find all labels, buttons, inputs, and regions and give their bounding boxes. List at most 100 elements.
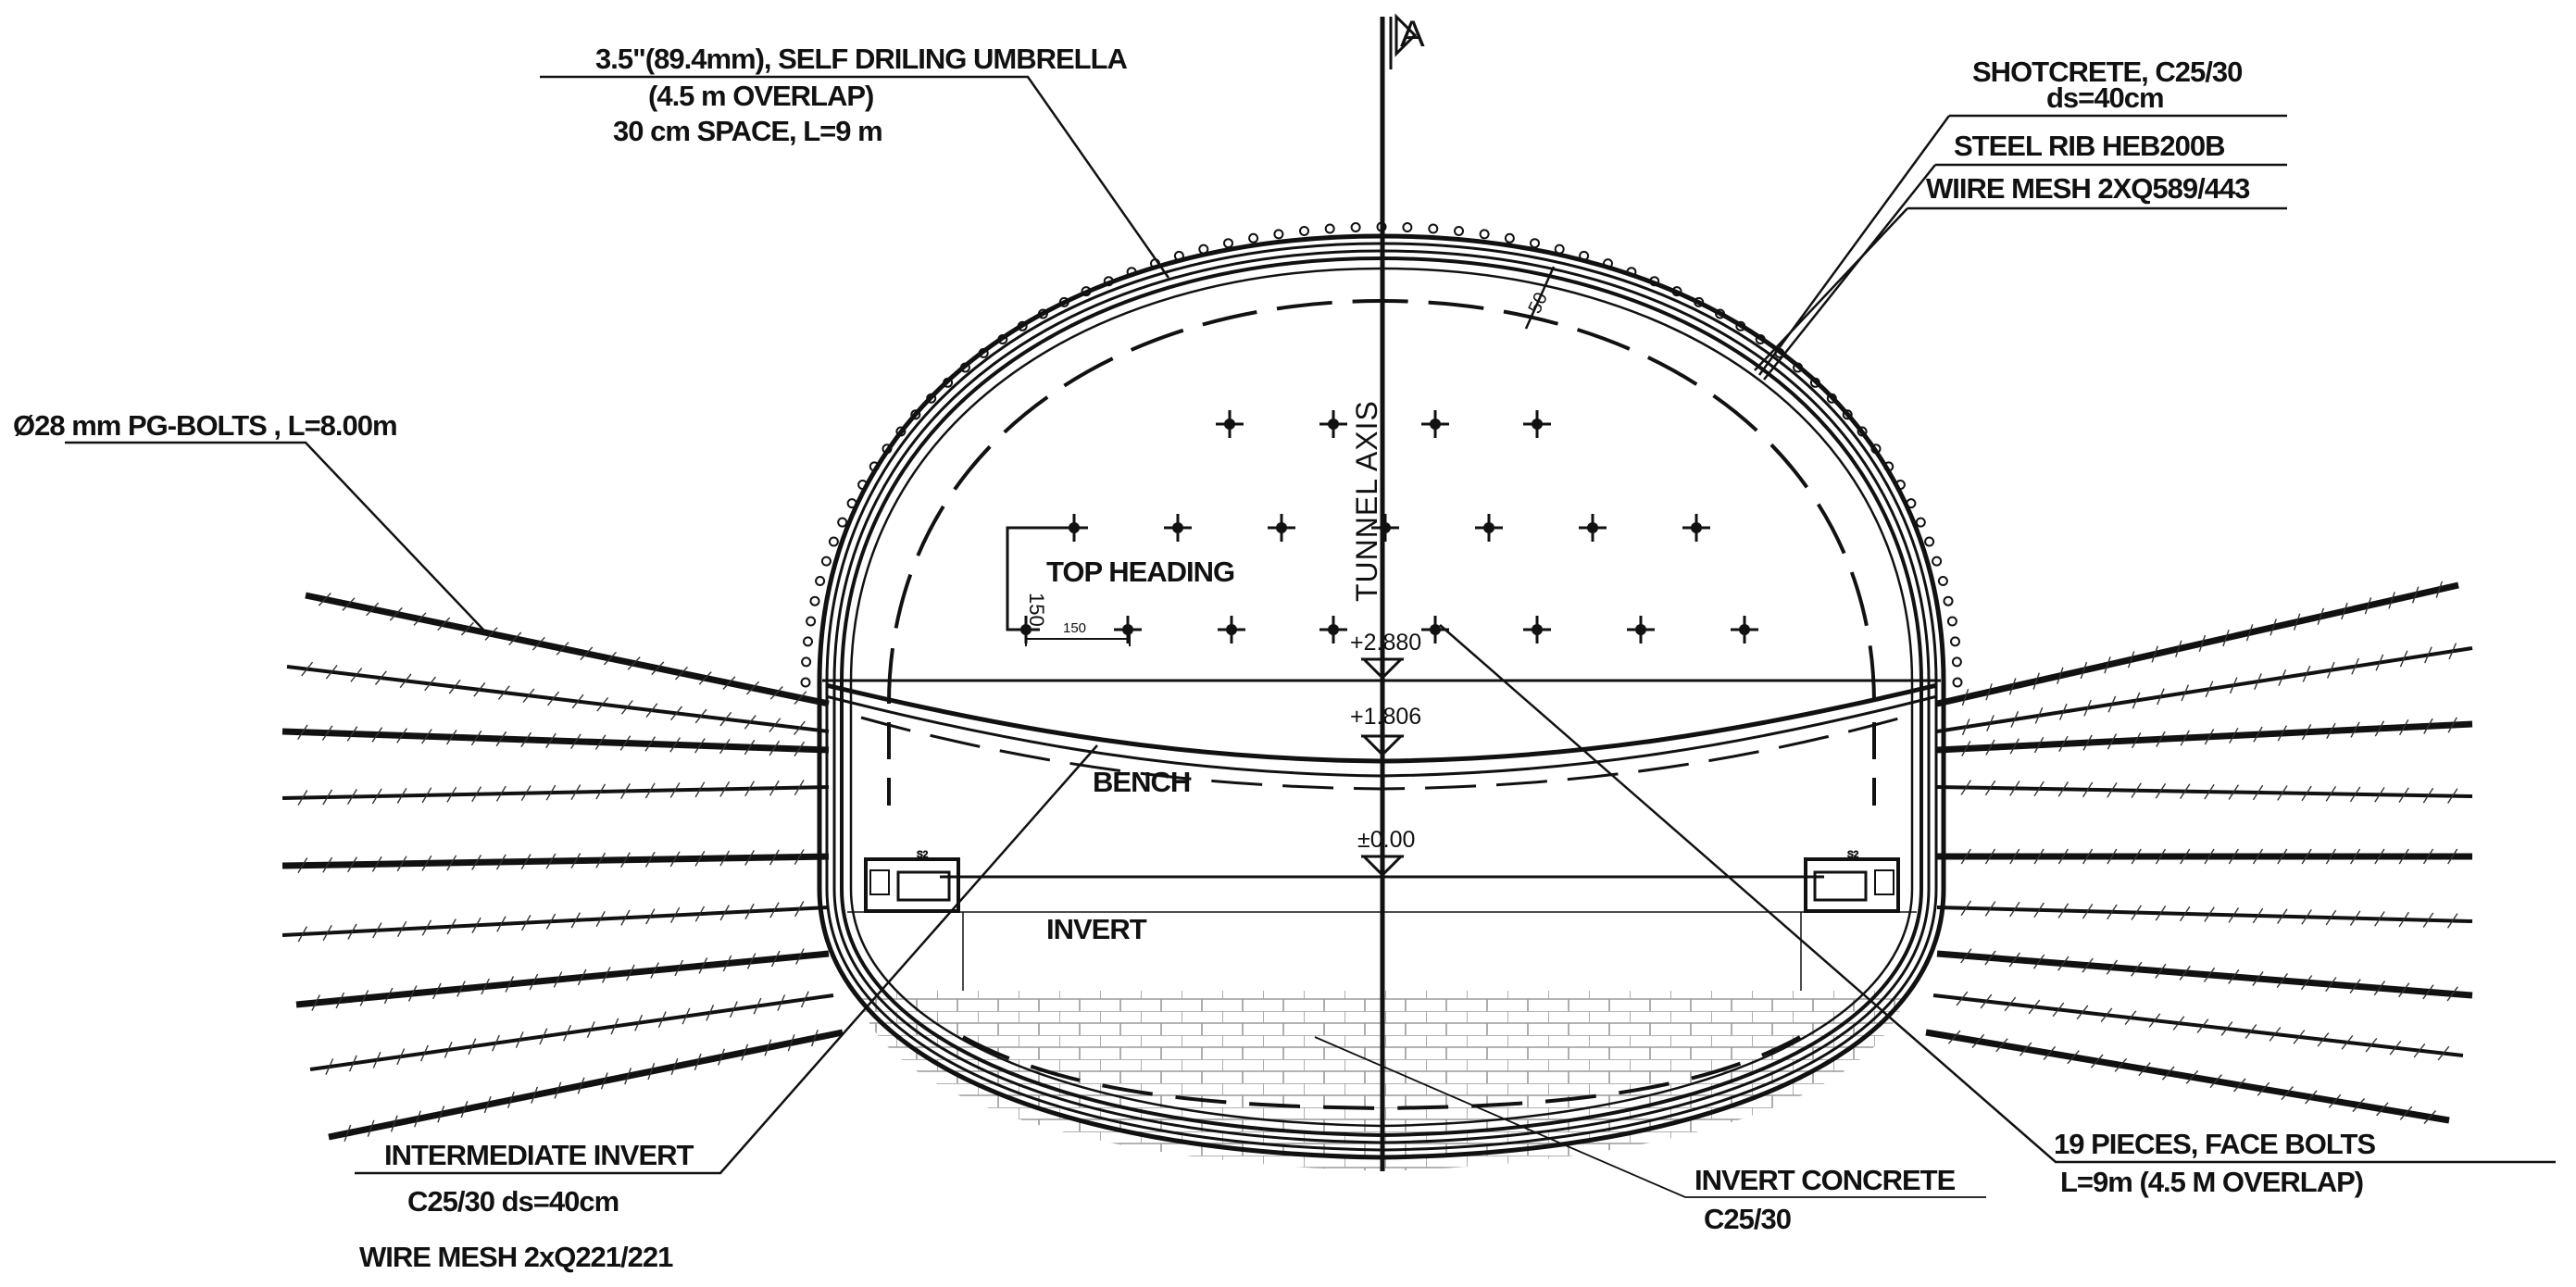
rock-bolt	[1936, 646, 2473, 733]
face-bolt	[1682, 514, 1710, 542]
rock-bolt	[281, 906, 830, 937]
rock-bolt	[295, 950, 830, 1008]
umbrella-pipe-dot	[1428, 223, 1439, 234]
face-bolt-dimension	[1006, 526, 1131, 646]
tunnel-axis-line	[1380, 13, 1418, 1171]
face-bolt-vertical-dim: 150	[1025, 593, 1048, 627]
level-bench: +1.806	[1350, 704, 1421, 730]
face-bolt	[1523, 410, 1551, 438]
rock-bolt	[286, 665, 830, 733]
wire-mesh-top-label: WIIRE MESH 2XQ589/443	[1926, 172, 2250, 205]
leader-lines	[65, 75, 2556, 1198]
rock-bolt	[281, 728, 830, 754]
rock-bolt	[1936, 785, 2473, 798]
face-bolt-horizontal-dim: 150	[1063, 620, 1086, 636]
intermediate-invert-line1: INTERMEDIATE INVERT	[384, 1139, 694, 1171]
face-bolt	[1475, 514, 1503, 542]
rock-bolt	[281, 785, 830, 800]
umbrella-pipe-dot	[820, 556, 832, 567]
umbrella-pipe-dot	[1350, 222, 1361, 232]
umbrella-pipe-dot	[1915, 517, 1926, 528]
umbrella-pipe-dot	[801, 656, 812, 668]
rock-bolt	[1936, 581, 2459, 707]
drainage-box-left: S2	[864, 850, 960, 913]
umbrella-pipe-dot	[1924, 536, 1935, 547]
drainage-box-right: S2	[1804, 850, 1900, 913]
umbrella-pipe-dot	[1530, 238, 1540, 249]
face-bolt	[1731, 616, 1758, 644]
umbrella-pipe-dot	[1454, 226, 1464, 236]
lining-dimension	[1524, 266, 1556, 330]
umbrella-pipe-dot	[1504, 232, 1515, 244]
rock-bolt	[1932, 993, 2464, 1057]
face-bolt	[1319, 410, 1347, 438]
face-bolt	[1319, 616, 1347, 644]
umbrella-pipe-dot	[1946, 616, 1957, 627]
umbrella-line3: 30 cm SPACE, L=9 m	[613, 115, 882, 147]
face-bolt	[1216, 410, 1244, 438]
umbrella-pipe-dot	[815, 576, 826, 586]
section-mark: A	[1400, 14, 1425, 55]
invert-concrete-line2: C25/30	[1704, 1203, 1791, 1235]
umbrella-pipe-dot	[1299, 226, 1309, 236]
steel-rib-label: STEEL RIB HEB200B	[1954, 130, 2225, 162]
umbrella-pipe-dot	[809, 595, 820, 606]
umbrella-pipe-dot	[1950, 636, 1960, 647]
rock-bolt	[1936, 906, 2473, 923]
umbrella-line1: 3.5"(89.4mm), SELF DRILING UMBRELLA	[595, 43, 1128, 75]
wire-mesh-bottom-label: WIRE MESH 2xQ221/221	[359, 1241, 673, 1273]
umbrella-pipe-dot	[1951, 656, 1962, 668]
umbrella-pipe-dot	[1932, 556, 1943, 567]
tunnel-axis-label: TUNNEL AXIS	[1350, 400, 1383, 602]
top-heading-label: TOP HEADING	[1046, 556, 1234, 588]
bench-label: BENCH	[1093, 766, 1190, 798]
face-bolt	[1523, 616, 1551, 644]
umbrella-pipe-dot	[1324, 223, 1335, 234]
umbrella-pipe-dot	[1479, 229, 1490, 240]
level-top-heading: +2.880	[1350, 630, 1421, 656]
umbrella-pipe-dot	[1273, 229, 1284, 240]
rock-bolt	[281, 853, 830, 869]
rock-bolt	[305, 592, 830, 707]
umbrella-pipe-dot	[1842, 409, 1853, 420]
level-marker-bench	[1360, 734, 1405, 757]
level-marker-top-heading	[1360, 657, 1405, 681]
invert-label: INVERT	[1046, 913, 1147, 945]
level-invert: ±0.00	[1357, 827, 1415, 853]
umbrella-pipe-dot	[910, 409, 921, 420]
rock-bolt	[1936, 950, 2473, 999]
pg-bolts-label: Ø28 mm PG-BOLTS , L=8.00m	[13, 409, 397, 442]
face-bolt	[1218, 616, 1245, 644]
umbrella-pipe-dot	[828, 536, 839, 547]
face-bolt	[1421, 410, 1449, 438]
umbrella-pipe-dot	[1248, 232, 1259, 244]
rock-bolt	[309, 993, 834, 1071]
umbrella-pipe-dot	[1943, 595, 1954, 606]
umbrella-pipe-dot	[1937, 576, 1948, 586]
umbrella-pipe-dot	[806, 616, 817, 627]
shotcrete-line2: ds=40cm	[2046, 81, 2164, 114]
rock-bolt	[328, 1029, 844, 1141]
umbrella-pipe-dot	[837, 517, 848, 528]
lining-thickness-dim: 50	[1525, 290, 1552, 317]
face-bolts-line1: 19 PIECES, FACE BOLTS	[2054, 1128, 2375, 1160]
rock-bolt	[1925, 1029, 2450, 1124]
umbrella-pipe-dot	[803, 636, 813, 647]
rock-bolt	[1936, 720, 2473, 754]
umbrella-pipe-dot	[1952, 677, 1963, 688]
face-bolts-pattern	[1012, 410, 1758, 644]
shotcrete-line1: SHOTCRETE, C25/30	[1972, 56, 2242, 88]
face-bolt	[1627, 616, 1655, 644]
face-bolt	[1164, 514, 1192, 542]
umbrella-pipe-dot	[1223, 238, 1233, 249]
face-bolt	[1579, 514, 1607, 542]
face-bolts-line2: L=9m (4.5 M OVERLAP)	[2060, 1166, 2363, 1198]
umbrella-line2: (4.5 m OVERLAP)	[648, 80, 873, 112]
umbrella-pipe-dot	[800, 677, 811, 688]
pg-rock-bolts	[281, 581, 2473, 1142]
level-marker-invert	[1360, 855, 1405, 878]
face-bolt	[1268, 514, 1295, 542]
svg-text:S2: S2	[1847, 850, 1859, 860]
invert-concrete-line1: INVERT CONCRETE	[1694, 1164, 1956, 1196]
